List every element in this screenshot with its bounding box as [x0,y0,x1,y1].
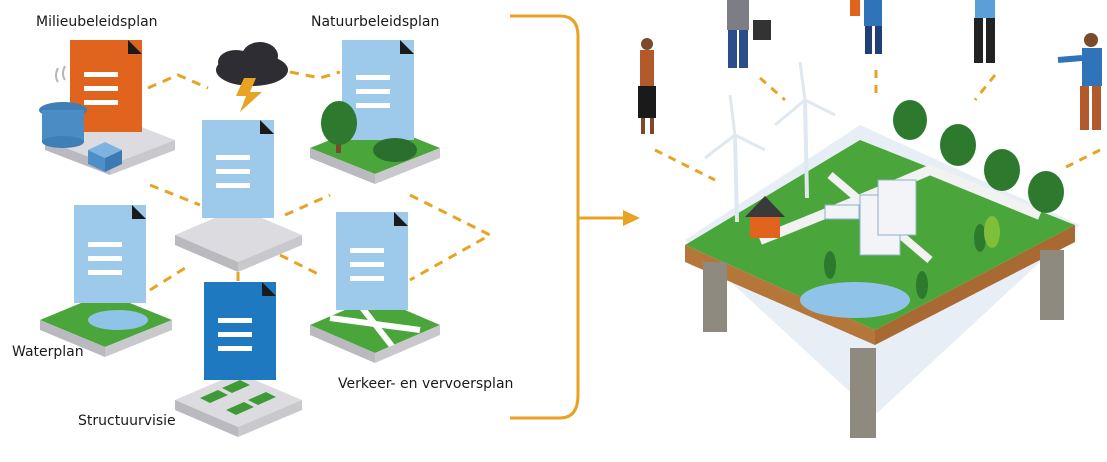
platform-center [175,120,302,272]
platform-verkeer [310,212,440,363]
document-verkeer [336,212,408,310]
document-structuur [204,282,276,380]
platform-milieu [39,40,175,175]
person-icon [727,0,771,68]
label-verkeer-en-vervoersplan: Verkeer- en vervoersplan [338,376,514,392]
person-icon [974,0,995,63]
wind-turbine-icon [704,61,836,223]
trash-can-icon [39,65,87,148]
platform-natuur [310,40,440,184]
arrow-icon [623,210,640,226]
person-icon [1057,33,1102,130]
platform-structuur [175,282,302,437]
label-milieubeleidsplan: Milieubeleidsplan [36,14,158,30]
label-structuurvisie: Structuurvisie [78,413,176,429]
platform-water [40,205,172,357]
document-water [74,205,146,303]
label-waterplan: Waterplan [12,344,84,360]
tree-icon [824,100,1064,299]
person-icon [850,0,882,54]
merge-bracket [510,14,625,420]
house-icon [745,196,785,238]
connector-lines [147,70,494,292]
integrated-landscape [685,61,1080,438]
stakeholder-connectors [654,70,1101,182]
label-natuurbeleidsplan: Natuurbeleidsplan [311,14,440,30]
person-icon [638,38,656,134]
tree-icon [321,101,357,153]
storm-cloud-icon [216,42,288,112]
